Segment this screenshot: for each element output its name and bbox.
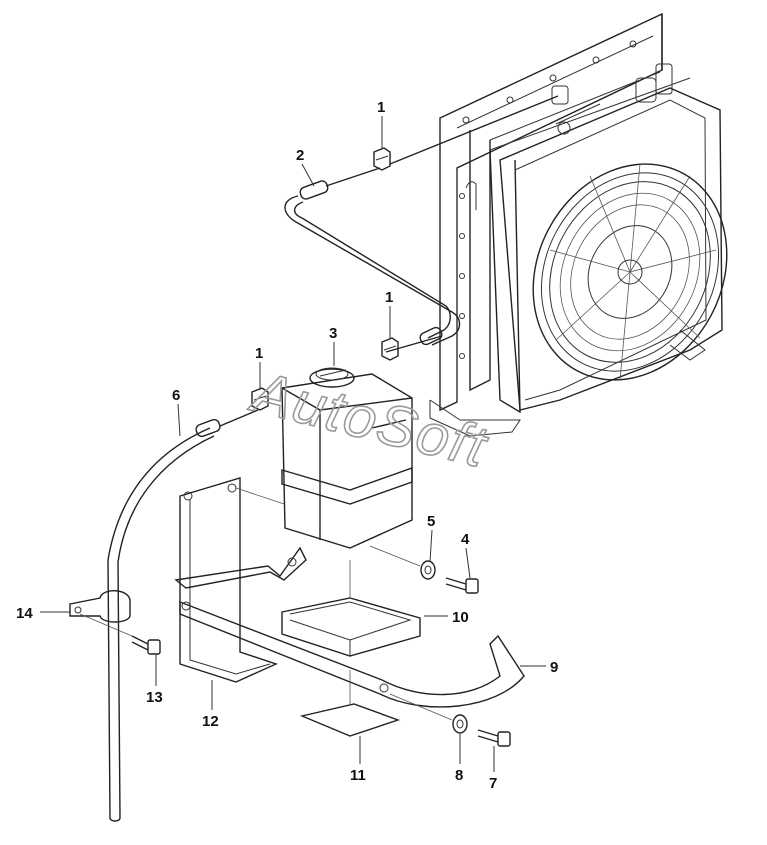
callout-5: 5 [427,513,435,530]
callout-6: 6 [172,387,180,404]
bolt-upper [445,577,479,594]
callout-8: 8 [455,767,463,784]
callout-12: 12 [202,713,219,730]
bolt-lower [477,729,511,747]
callout-9: 9 [550,659,558,676]
callout-labels: 1 2 1 3 1 6 5 4 14 10 9 13 12 11 8 7 [16,99,558,792]
callout-7: 7 [489,775,497,792]
expansion-tank [281,367,413,549]
rubber-pad [299,670,401,737]
callout-1-left: 1 [255,345,263,362]
callout-11: 11 [350,767,366,784]
tank-tray [281,560,421,657]
vertical-hose-pipe [107,409,259,822]
pipe-clamp [69,590,131,623]
long-strap [179,600,525,708]
upper-hose-pipe [284,95,559,353]
callout-10: 10 [452,609,469,626]
fan-guard [532,163,728,381]
washer-upper [369,545,436,580]
callout-1-middle: 1 [385,289,393,306]
washer-lower [389,693,468,734]
bolt-small [79,613,161,655]
callout-13: 13 [146,689,163,706]
clamp-middle [381,337,399,361]
callout-1-top: 1 [377,99,385,116]
clamp-left [251,387,269,411]
callout-14: 14 [16,605,33,622]
upper-strap [174,546,307,589]
leader-lines [40,116,546,772]
clamp-top [373,147,391,171]
callout-2: 2 [296,147,304,164]
callout-4: 4 [461,531,470,548]
mounting-bracket [179,477,285,683]
callout-3: 3 [329,325,337,342]
radiator-frame [429,12,723,437]
